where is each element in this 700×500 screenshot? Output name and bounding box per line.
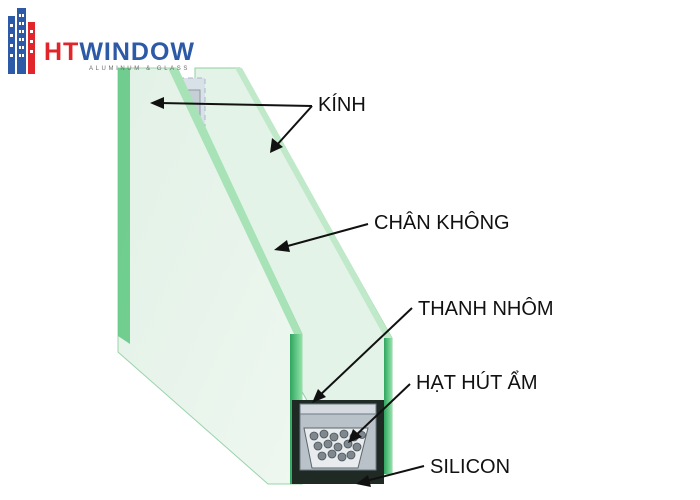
arrow-silicon (365, 465, 425, 482)
arrow-silicon-head (356, 475, 371, 487)
arrow-aluminum-bar-head (312, 389, 326, 403)
brand-name: HTWINDOW (44, 40, 195, 65)
arrow-glass-front (275, 105, 313, 147)
arrow-glass-back (159, 102, 313, 107)
brand-window: WINDOW (79, 38, 196, 66)
label-glass: KÍNH (318, 94, 366, 116)
arrow-vacuum (283, 223, 369, 248)
arrow-glass-back-head (150, 97, 164, 109)
arrow-aluminum-bar (317, 307, 413, 398)
building-logo-icon (8, 8, 35, 74)
arrow-desiccant-head (348, 429, 362, 443)
label-silicon: SILICON (430, 456, 511, 478)
brand-ht: HT (44, 38, 80, 66)
arrow-desiccant (353, 383, 411, 438)
cross-section (292, 400, 384, 484)
label-desiccant: HẠT HÚT ẨM (416, 372, 538, 394)
brand-tagline: ALUMINUM & GLASS (89, 66, 190, 72)
arrow-glass-front-head (270, 138, 283, 153)
arrow-vacuum-head (274, 240, 290, 252)
front-glass-pane (117, 67, 303, 485)
label-aluminum-bar: THANH NHÔM (418, 298, 554, 320)
label-vacuum: CHÂN KHÔNG (374, 212, 510, 234)
